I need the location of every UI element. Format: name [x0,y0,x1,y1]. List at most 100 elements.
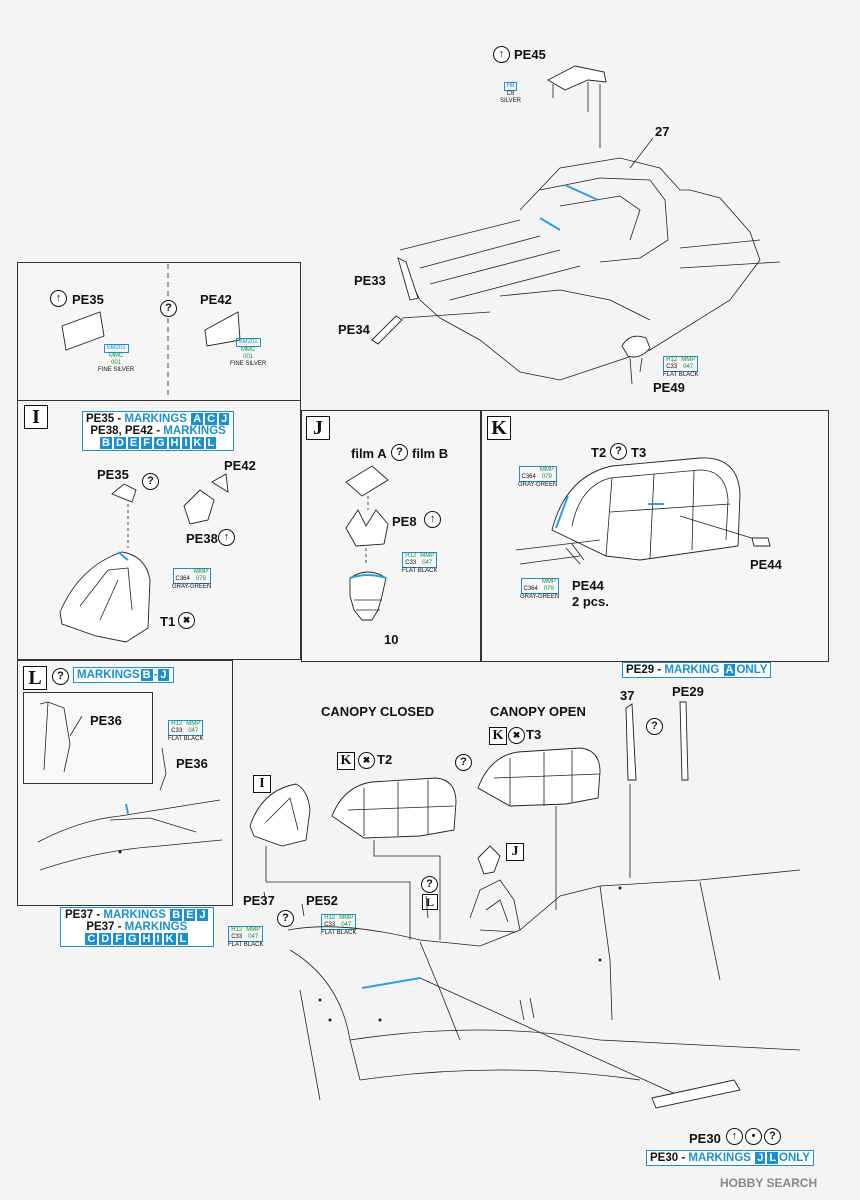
paint-code: 047 [683,364,694,370]
mask-icon [358,752,375,769]
canopy-frame [539,177,669,263]
markings-part: PE38, PE42 - [90,425,164,437]
marking-tile: D [113,437,126,449]
marking-tile: H [140,933,153,945]
label-pe44: PE44 [750,557,782,572]
label-pe33: PE33 [354,273,386,288]
paint-code: 079 [195,576,206,582]
markings-part: PE35 - [86,413,125,425]
panel-lines [419,881,721,1041]
pe8-part [345,509,389,547]
paint-code: MMP [339,915,354,921]
watermark: HOBBY SEARCH [720,1176,818,1190]
label-part-27: 27 [655,124,670,139]
paint-name: FLAT BLACK [663,372,699,378]
marking-tile: K [163,933,176,945]
markings-part: PE30 - [650,1152,689,1164]
marking-tile: B [170,909,183,921]
inset-detail [23,692,153,784]
question-icon [421,876,438,893]
pe45-part [547,65,607,91]
panel-lines [399,219,581,301]
rivet [598,958,602,962]
question-icon [610,443,627,460]
paint-code: C33 [324,922,336,928]
main-assembly-drawing [249,701,801,1109]
guide-canopy-closed [373,840,441,940]
paint-code: MMP [539,467,554,473]
marking-tile: G [153,437,167,449]
fuselage-outline [414,157,761,381]
pe35-pe42-divider [61,264,241,398]
mask-icon [508,727,525,744]
bend-up-icon [50,290,67,307]
markings-only: ONLY [779,1152,810,1164]
label-t3: T3 [526,727,542,742]
paint-name: GRAY-GREEN [520,594,560,600]
cockpit-detail [479,899,517,933]
pe35-part [111,483,137,503]
markings-part: PE29 - [626,664,665,676]
markings-part: PE37 - [65,909,104,921]
panel-i-drawing [59,473,229,643]
mask-icon [178,612,195,629]
paint-code: MMP [246,927,261,933]
pe49-part [621,335,651,358]
t3-canopy [551,457,741,561]
question-icon [52,668,69,685]
label-pe42: PE42 [224,458,256,473]
label-film-a: film A [351,446,387,461]
paint-callout-pe49: H12 MMP C33 047 FLAT BLACK [663,356,698,379]
paint-code: C364 [175,576,190,582]
bend-down-icon [745,1128,762,1145]
paint-code: MMP [186,721,201,727]
part-37 [625,703,637,781]
pe34-arrow [401,311,491,319]
paint-name: FLAT BLACK [402,568,438,574]
marking-tile: L [205,437,217,449]
label-pe8: PE8 [392,514,417,529]
markings-label: MARKINGS [124,413,187,425]
label-pe36-2: PE36 [176,756,208,771]
question-icon [391,444,408,461]
marking-tile: I [182,437,190,449]
label-pe49: PE49 [653,380,685,395]
label-pe35: PE35 [72,292,104,307]
pe34-part [371,315,403,345]
highlight-line [125,803,129,815]
highlight-line [117,551,129,561]
bend-up-icon [424,511,441,528]
label-t3: T3 [631,445,647,460]
paint-code: 047 [188,728,199,734]
section-ref-i: I [253,775,271,793]
canopy-frames [605,469,731,559]
paint-code: H12 [405,553,417,559]
windscreen-frames [265,797,299,831]
markings-label: MARKINGS [77,669,140,681]
guide-windscreen [265,846,411,940]
marking-tile: L [177,933,189,945]
paint-code: MMP [681,357,696,363]
markings-row: PE37 - MARKINGS [65,921,209,933]
section-letter-j: J [306,416,330,440]
leader-27 [629,137,654,169]
question-icon [646,718,663,735]
pe44-left [565,543,585,565]
question-icon [160,300,177,317]
marking-tile: K [191,437,204,449]
question-icon [455,754,472,771]
question-icon [277,910,294,927]
guide-pe30 [419,977,681,1097]
marking-tile: E [184,909,196,921]
bend-up-icon [493,46,510,63]
label-2pcs: 2 pcs. [572,594,609,609]
paint-code: MMP [193,569,208,575]
